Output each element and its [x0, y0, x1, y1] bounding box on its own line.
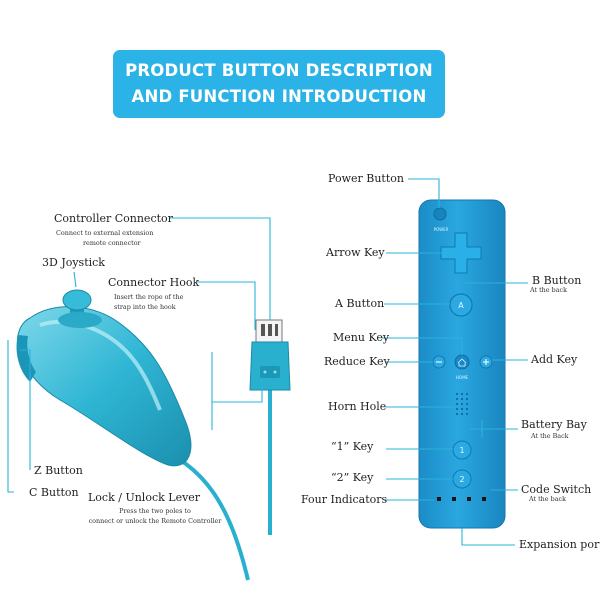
b-button-label: B Button	[532, 274, 582, 287]
expansion-port-label: Expansion port	[519, 538, 600, 551]
controller-connector-desc-2: remote connector	[83, 239, 141, 247]
c-button-label: C Button	[29, 486, 79, 499]
lock-lever	[260, 366, 280, 378]
reduce-key-label: Reduce Key	[324, 355, 390, 368]
connector-plug	[249, 319, 291, 391]
horn-hole-label: Horn Hole	[328, 400, 387, 413]
power-button-shape	[433, 207, 447, 221]
leader-expansion	[461, 528, 515, 546]
lock-lever-desc-2: connect or unlock the Remote Controller	[88, 517, 222, 525]
a-button-shape	[449, 293, 473, 317]
connector-hook-desc-1: Insert the rope of the	[114, 293, 184, 301]
joystick-base	[58, 312, 102, 328]
leader-controller-connector	[170, 217, 271, 320]
z-button-label: Z Button	[34, 464, 83, 477]
banner-line-1: PRODUCT BUTTON DESCRIPTION	[125, 61, 433, 80]
menu-key-label: Menu Key	[333, 331, 390, 344]
lock-lever-label: Lock / Unlock Lever	[88, 491, 201, 504]
add-key-label: Add Key	[531, 353, 578, 366]
controller-connector-label: Controller Connector	[54, 212, 173, 225]
four-indicators-label: Four Indicators	[301, 493, 388, 506]
nunchuk-front	[16, 335, 36, 382]
b-button-desc: At the back	[530, 286, 567, 294]
dpad-shape	[440, 232, 482, 274]
nunchuk-controller	[16, 289, 272, 581]
remote-leader-lines	[382, 178, 528, 546]
title-banner: PRODUCT BUTTON DESCRIPTION AND FUNCTION …	[113, 50, 445, 118]
key-2-icon: 2	[459, 475, 464, 484]
banner-line-2: AND FUNCTION INTRODUCTION	[131, 87, 427, 106]
leader-menu	[382, 337, 463, 355]
code-switch-desc: At the back	[529, 495, 566, 503]
home-button-shape	[454, 354, 470, 370]
joystick-cap	[62, 289, 92, 311]
arrow-key-label: Arrow Key	[326, 246, 385, 259]
a-button-label: A Button	[335, 297, 385, 310]
joystick-label: 3D Joystick	[42, 256, 105, 269]
key-2-label: “2” Key	[331, 471, 374, 484]
home-icon-text: HOME	[456, 375, 469, 380]
power-button-label: Power Button	[328, 172, 404, 185]
leader-lock-lever	[211, 352, 263, 403]
battery-bay-label: Battery Bay	[521, 418, 587, 431]
plug-slot-3	[275, 324, 278, 336]
one-button-shape	[452, 440, 472, 460]
nunchuk-leader-lines	[7, 217, 271, 493]
connector-hook-label: Connector Hook	[108, 276, 200, 289]
key-1-label: “1” Key	[331, 440, 374, 453]
wii-remote: POWER A HOME 1 2	[418, 199, 506, 529]
leader-power	[408, 178, 440, 208]
plug-slot-1	[261, 324, 265, 336]
connector-hook-desc-2: strap into the hook	[114, 303, 176, 311]
battery-bay-desc: At the Back	[531, 432, 569, 440]
power-icon-text: POWER	[434, 227, 449, 232]
plug-slot-2	[268, 324, 272, 336]
leader-joystick	[73, 271, 77, 288]
lock-lever-desc-1: Press the two poles to	[119, 507, 191, 515]
leader-z-button	[20, 349, 31, 470]
speaker-holes	[456, 393, 468, 415]
leader-c-button	[7, 340, 14, 493]
key-1-icon: 1	[459, 446, 464, 455]
a-icon-text: A	[458, 301, 464, 310]
nunchuk-body	[16, 306, 192, 467]
indicator-leds	[437, 497, 486, 501]
leader-connector-hook	[196, 281, 256, 330]
controller-connector-desc-1: Connect to external extension	[56, 229, 154, 237]
code-switch-label: Code Switch	[521, 483, 592, 496]
